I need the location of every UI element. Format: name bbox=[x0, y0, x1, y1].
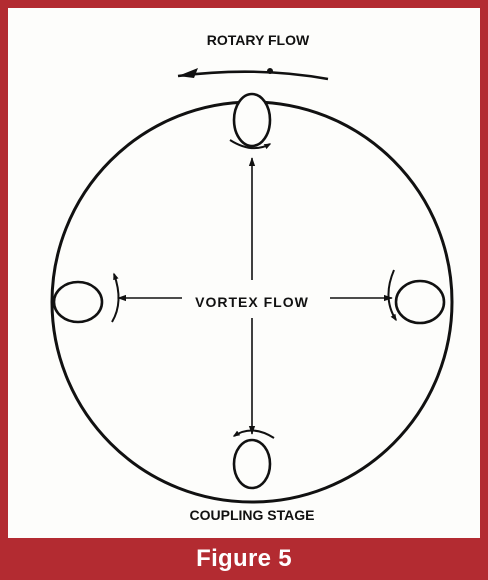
rotary-flow-label: ROTARY FLOW bbox=[207, 32, 310, 48]
vortex-left-arrow bbox=[111, 272, 120, 323]
vortex-flow-label: VORTEX FLOW bbox=[195, 294, 309, 310]
rotary-flow-arrowhead bbox=[178, 68, 198, 78]
vortex-top-arrow bbox=[229, 139, 272, 150]
rotary-flow-marker-dot bbox=[267, 68, 273, 74]
figure-caption: Figure 5 bbox=[196, 545, 292, 572]
rotary-flow-arrow bbox=[177, 70, 329, 81]
figure-frame: ROTARY FLOW VORTEX FLOW COUPLING STAGE bbox=[8, 8, 480, 538]
vortex-top bbox=[232, 92, 272, 148]
vortex-right bbox=[394, 279, 446, 325]
coupling-stage-label: COUPLING STAGE bbox=[190, 507, 315, 523]
coupling-diagram: ROTARY FLOW VORTEX FLOW COUPLING STAGE bbox=[50, 32, 454, 523]
vortex-left bbox=[52, 280, 104, 324]
vortex-bottom-arrow bbox=[232, 429, 275, 439]
vortex-right-arrow bbox=[387, 269, 397, 322]
vortex-bottom bbox=[232, 438, 272, 490]
caption-bar: Figure 5 bbox=[0, 538, 488, 580]
